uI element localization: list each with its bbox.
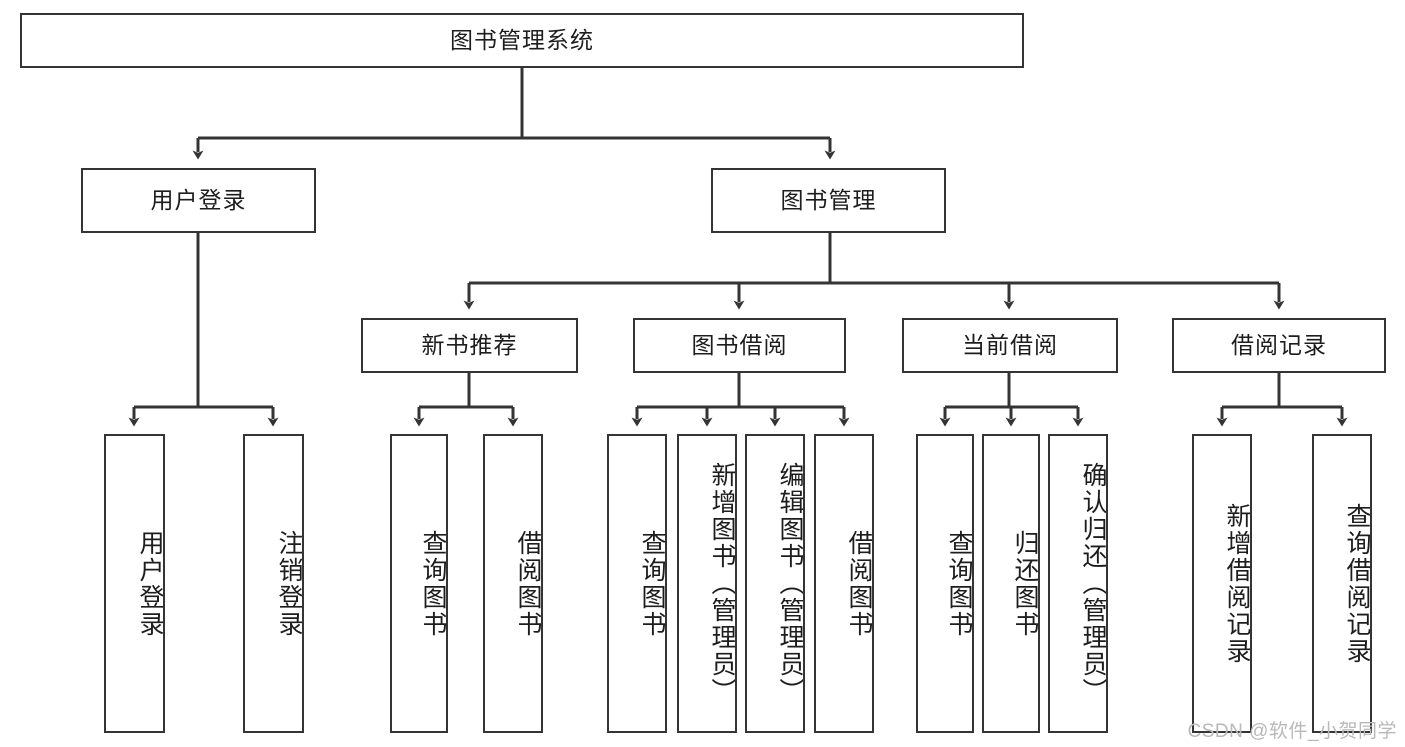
node-current-borrow[interactable]: 当前借阅 — [902, 318, 1118, 373]
leaf-logout[interactable]: 注销登录 — [243, 434, 304, 733]
node-new-book-recommend[interactable]: 新书推荐 — [361, 318, 578, 373]
leaf-query-book-borrow[interactable]: 查询图书 — [607, 434, 667, 733]
leaf-confirm-return[interactable]: 确认归还（管理员） — [1048, 434, 1108, 733]
leaf-borrow-book[interactable]: 借阅图书 — [814, 434, 874, 733]
leaf-query-book-recommend[interactable]: 查询图书 — [390, 434, 448, 733]
node-system-root[interactable]: 图书管理系统 — [20, 13, 1024, 68]
leaf-borrow-book-recommend[interactable]: 借阅图书 — [483, 434, 543, 733]
leaf-query-book-current[interactable]: 查询图书 — [916, 434, 974, 733]
leaf-user-login[interactable]: 用户登录 — [104, 434, 165, 733]
node-borrow-record[interactable]: 借阅记录 — [1172, 318, 1386, 373]
node-user-login[interactable]: 用户登录 — [81, 168, 316, 233]
leaf-query-borrow-record[interactable]: 查询借阅记录 — [1312, 434, 1372, 733]
leaf-edit-book[interactable]: 编辑图书（管理员） — [745, 434, 805, 733]
leaf-add-book[interactable]: 新增图书（管理员） — [677, 434, 737, 733]
node-book-borrow[interactable]: 图书借阅 — [633, 318, 846, 373]
leaf-add-borrow-record[interactable]: 新增借阅记录 — [1192, 434, 1252, 733]
leaf-return-book[interactable]: 归还图书 — [982, 434, 1040, 733]
csdn-watermark: CSDN @软件_小贺同学 — [1187, 721, 1397, 742]
node-book-manage[interactable]: 图书管理 — [711, 168, 946, 233]
